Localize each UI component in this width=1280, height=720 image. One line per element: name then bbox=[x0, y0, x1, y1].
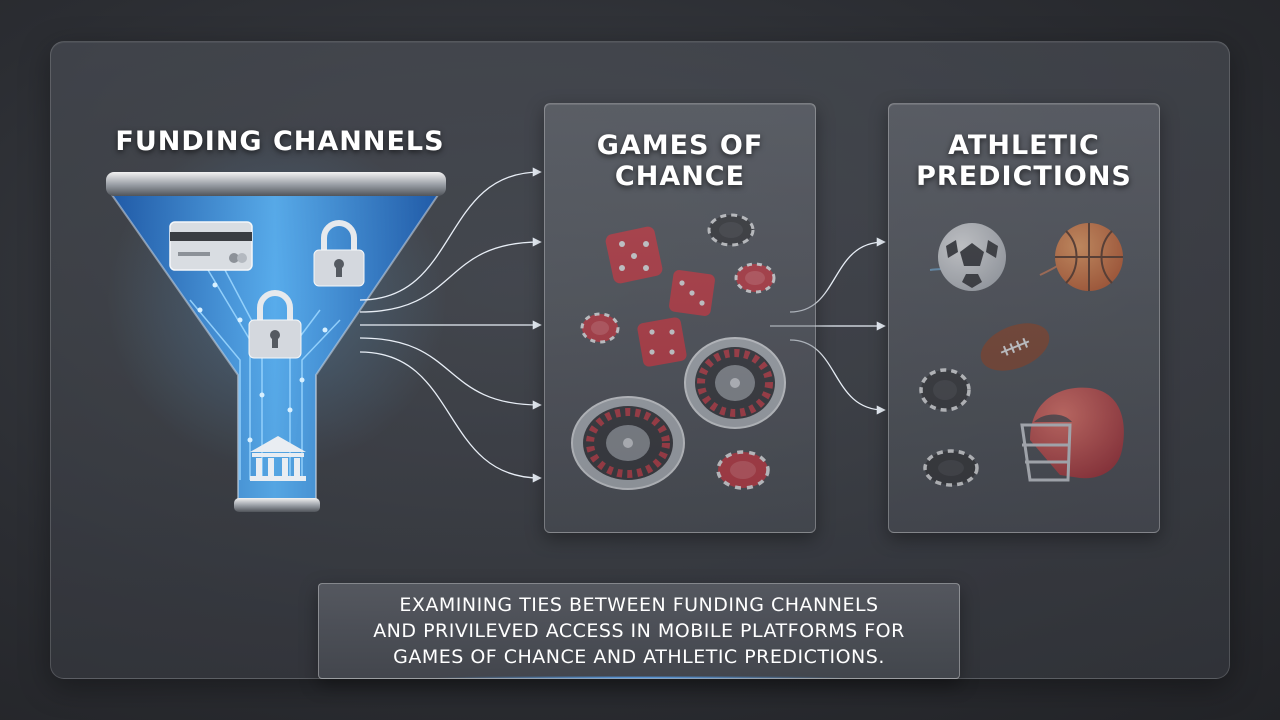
athletic-predictions-card: ATHLETIC PREDICTIONS bbox=[888, 103, 1160, 533]
poker-chip-icon bbox=[707, 213, 755, 247]
caption-glow bbox=[430, 676, 850, 679]
dice-icon bbox=[605, 226, 663, 284]
football-helmet-icon bbox=[1020, 387, 1124, 482]
roulette-wheel-icon bbox=[684, 337, 786, 429]
flow-arrows-games bbox=[770, 237, 886, 415]
dice-icon bbox=[669, 270, 715, 316]
roulette-wheel-icon bbox=[571, 396, 685, 490]
padlock-icon bbox=[313, 220, 365, 287]
basketball-icon bbox=[1039, 223, 1123, 291]
poker-chip-icon bbox=[716, 450, 770, 490]
soccer-ball-icon bbox=[929, 223, 1006, 291]
padlock-icon bbox=[248, 290, 302, 359]
caption-text: EXAMINING TIES BETWEEN FUNDING CHANNELS … bbox=[373, 594, 905, 668]
athletic-predictions-title: ATHLETIC PREDICTIONS bbox=[916, 130, 1132, 192]
poker-chip-icon bbox=[919, 368, 971, 412]
games-of-chance-title: GAMES OF CHANCE bbox=[596, 130, 764, 192]
poker-chip-icon bbox=[734, 262, 776, 294]
poker-chip-icon bbox=[580, 312, 620, 344]
dice-icon bbox=[637, 317, 687, 367]
caption-box: EXAMINING TIES BETWEEN FUNDING CHANNELS … bbox=[318, 583, 960, 679]
flow-arrows-funding bbox=[359, 167, 542, 483]
funding-channels-title: FUNDING CHANNELS bbox=[115, 126, 445, 157]
poker-chip-icon bbox=[923, 449, 979, 487]
credit-card-icon bbox=[169, 221, 253, 271]
games-of-chance-card: GAMES OF CHANCE bbox=[544, 103, 816, 533]
american-football-icon bbox=[980, 323, 1050, 371]
bank-icon bbox=[250, 436, 306, 481]
